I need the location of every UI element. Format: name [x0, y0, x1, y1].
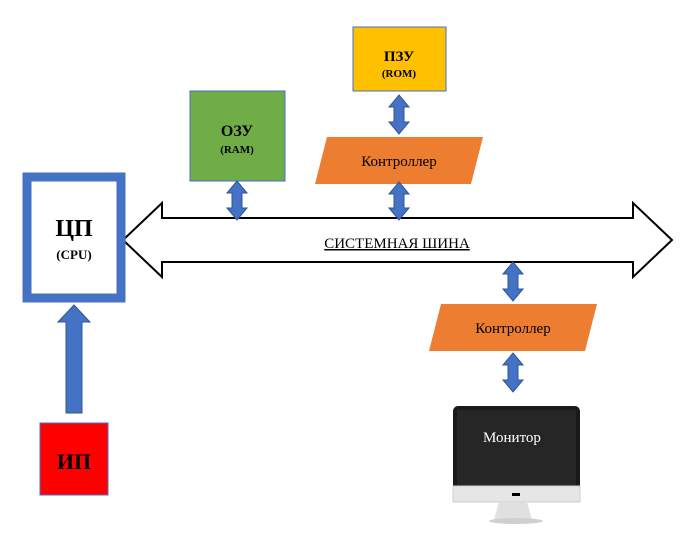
power-to-cpu-arrow [56, 304, 92, 414]
controller-monitor-arrow [501, 352, 525, 393]
cpu-title: ЦП [55, 216, 93, 242]
rom-controller-box [315, 137, 483, 184]
rom-controller-bus-arrow [387, 181, 411, 221]
rom-title: ПЗУ [384, 49, 414, 65]
monitor-stand [494, 502, 532, 520]
monitor-logo-dot [512, 493, 520, 496]
ram-title: ОЗУ [221, 123, 253, 140]
cpu-box [22, 172, 126, 303]
ram-subtitle: (RAM) [220, 144, 254, 156]
monitor-label: Монитор [483, 430, 541, 446]
rom-controller-arrow [387, 94, 411, 135]
ram-bus-arrow [225, 180, 249, 221]
monitor-icon [452, 406, 581, 524]
monitor-screen [457, 410, 576, 486]
power-supply-label: ИП [57, 449, 91, 474]
monitor-controller-label: Контроллер [475, 321, 550, 337]
system-bus-label: СИСТЕМНАЯ ШИНА [324, 236, 470, 252]
monitor-controller-box [429, 304, 597, 351]
ram-box [189, 90, 286, 182]
system-bus-arrow [121, 200, 674, 280]
rom-subtitle: (ROM) [382, 68, 417, 80]
monitor-stand-base [489, 518, 543, 524]
rom-box [352, 26, 447, 92]
cpu-subtitle: (CPU) [56, 247, 91, 262]
rom-controller-label: Контроллер [361, 154, 436, 170]
bus-monitor-controller-arrow [501, 261, 525, 302]
power-supply-box [39, 422, 109, 496]
